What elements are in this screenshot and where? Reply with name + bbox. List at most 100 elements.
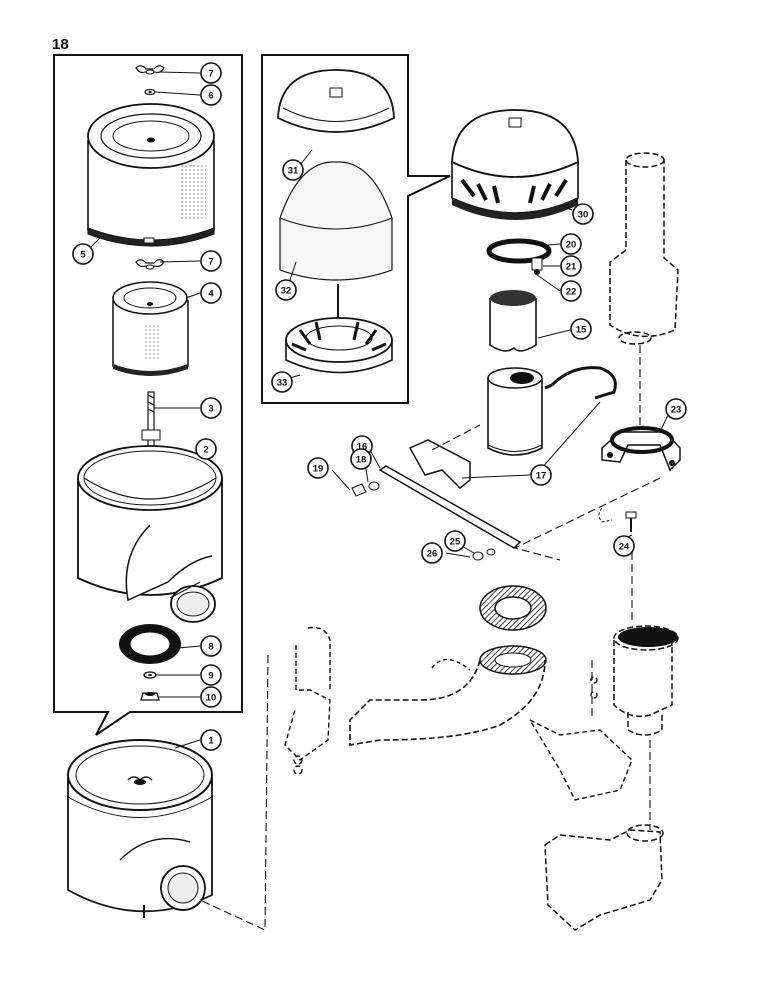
callout-c5: 5 <box>72 243 94 265</box>
intake-pipe-phantom <box>349 585 547 746</box>
callout-number: 17 <box>536 471 547 482</box>
callout-number: 7 <box>208 69 213 80</box>
callout-c24: 24 <box>613 535 635 557</box>
callout-c26: 26 <box>421 542 443 564</box>
callout-c20: 20 <box>560 233 582 255</box>
callout-circle <box>560 233 582 255</box>
callout-circle <box>275 279 297 301</box>
callout-c7b: 7 <box>200 250 222 272</box>
callout-number: 15 <box>576 325 587 336</box>
pipe-clamp <box>601 426 681 472</box>
callout-number: 5 <box>80 250 86 261</box>
callout-c32: 32 <box>275 279 297 301</box>
bolt <box>625 511 637 532</box>
callout-number: 1 <box>208 736 214 747</box>
callout-circle <box>200 664 222 686</box>
callout-c25: 25 <box>444 530 466 552</box>
phantom-connection-lines <box>199 345 661 931</box>
callout-number: 19 <box>313 464 324 475</box>
callout-number: 24 <box>619 542 630 553</box>
callout-c8: 8 <box>200 635 222 657</box>
callout-circle <box>200 729 222 751</box>
outer-filter-element <box>87 103 215 247</box>
callout-c10: 10 <box>200 686 222 708</box>
nut-10 <box>140 692 160 701</box>
conical-screen <box>279 161 393 281</box>
callout-c9: 9 <box>200 664 222 686</box>
callout-c23: 23 <box>665 398 687 420</box>
gasket-seal <box>119 624 181 664</box>
callout-circle <box>560 280 582 302</box>
callout-number: 30 <box>578 210 589 221</box>
callout-circle <box>271 371 293 393</box>
assembled-air-cleaner <box>67 739 213 918</box>
callout-circle <box>613 535 635 557</box>
brace-bar <box>378 465 522 549</box>
callout-number: 7 <box>208 257 213 268</box>
callout-number: 20 <box>566 240 577 251</box>
exhaust-stack-phantom <box>609 152 679 345</box>
support-tube <box>487 367 543 456</box>
nut-and-washer <box>351 481 380 497</box>
callout-circle <box>200 686 222 708</box>
callout-c21: 21 <box>560 255 582 277</box>
callout-labels: 7657432891013132333020212215161718192324… <box>72 62 687 751</box>
callout-number: 3 <box>208 404 213 415</box>
callout-number: 33 <box>277 378 288 389</box>
callout-circle <box>200 282 222 304</box>
callout-c18: 18 <box>350 448 372 470</box>
callout-c22: 22 <box>560 280 582 302</box>
hose-clamp <box>486 238 552 275</box>
vaned-base <box>285 284 393 374</box>
callout-circle <box>665 398 687 420</box>
callout-number: 4 <box>208 289 214 300</box>
callout-c4: 4 <box>200 282 222 304</box>
callout-c7a: 7 <box>200 62 222 84</box>
callout-number: 10 <box>206 693 217 704</box>
muffler-phantom <box>613 625 679 736</box>
callout-number: 21 <box>566 262 577 273</box>
mount-plate-phantom <box>528 676 633 801</box>
callout-circle <box>444 530 466 552</box>
washer-9 <box>143 671 157 679</box>
callout-circle <box>195 438 217 460</box>
callout-circle <box>530 464 552 486</box>
callout-number: 26 <box>427 549 438 560</box>
callout-number: 9 <box>208 671 213 682</box>
small-parts-phantom <box>598 507 613 523</box>
callout-c1: 1 <box>200 729 222 751</box>
callout-number: 25 <box>450 537 461 548</box>
muffler-top <box>618 627 678 647</box>
inner-filter-element <box>112 281 189 376</box>
assembled-precleaner-cap <box>451 109 579 220</box>
callout-circle <box>307 457 329 479</box>
callout-circle <box>572 203 594 225</box>
wing-nut-lower <box>135 259 165 270</box>
callout-number: 8 <box>208 642 213 653</box>
inlet-tube <box>489 290 537 352</box>
mounting-bracket <box>408 439 471 490</box>
callout-number: 2 <box>203 445 208 456</box>
callout-c6: 6 <box>200 84 222 106</box>
washer-6 <box>144 88 156 96</box>
callout-number: 23 <box>671 405 682 416</box>
callout-c33: 33 <box>271 371 293 393</box>
air-cleaner-body <box>77 445 223 623</box>
cap-cover <box>277 69 395 133</box>
leader-lines <box>87 71 669 749</box>
callout-c2: 2 <box>195 438 217 460</box>
callout-number: 16 <box>357 442 368 453</box>
wing-nut-top <box>135 65 165 75</box>
callout-number: 22 <box>566 287 577 298</box>
middle-detail-frame <box>261 54 451 404</box>
callout-circle <box>200 250 222 272</box>
nut-and-washer-lower <box>472 548 496 561</box>
callout-c31: 31 <box>282 159 304 181</box>
frame-bracket-phantom <box>284 626 331 775</box>
left-detail-frame <box>53 54 243 736</box>
callout-c15: 15 <box>570 318 592 340</box>
callout-number: 6 <box>208 91 213 102</box>
page-number: 18 <box>52 36 69 53</box>
